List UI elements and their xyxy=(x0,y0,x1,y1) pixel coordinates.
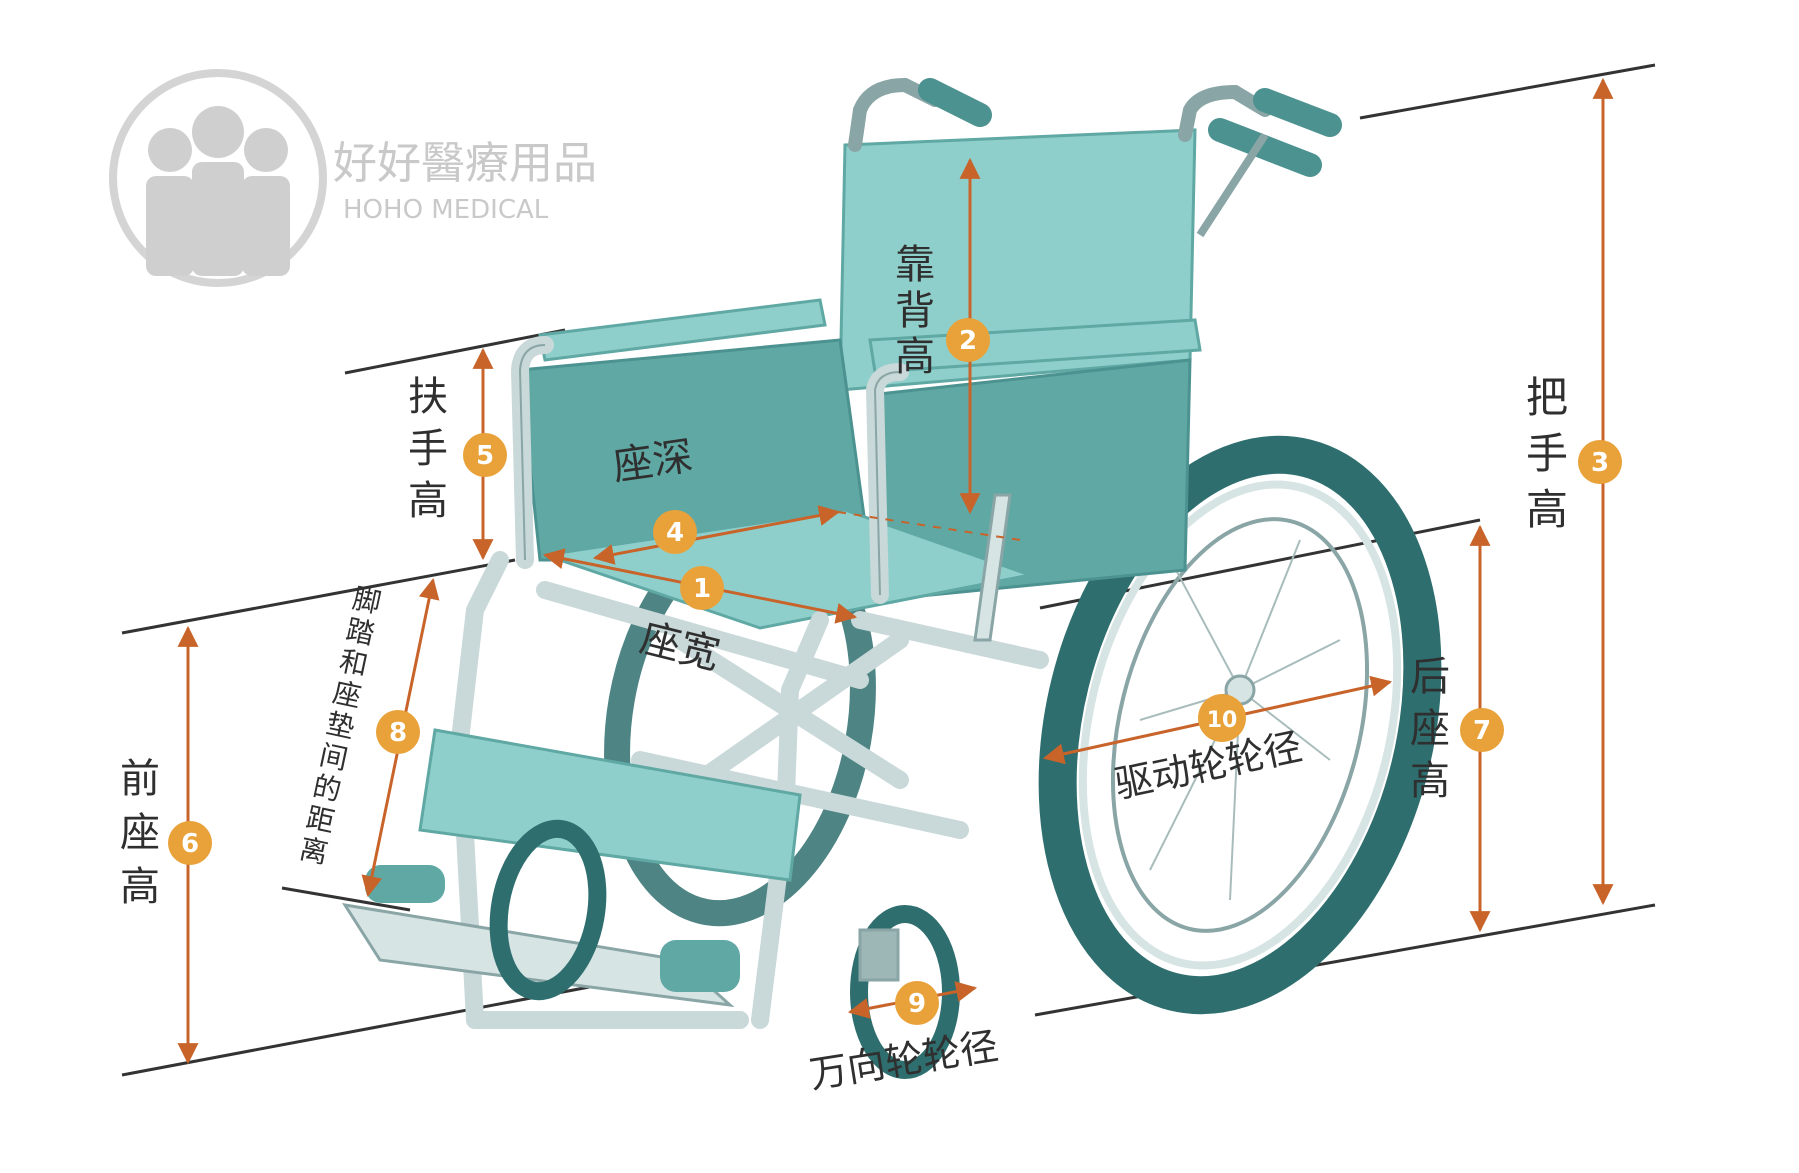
svg-text:4: 4 xyxy=(666,518,684,548)
badge-footrest-to-seat: 8 xyxy=(376,710,420,754)
labels: 靠背高 把手高 扶手高 前座高 后座高 座深 座宽 万向轮轮径 驱动轮轮径 脚踏… xyxy=(120,242,1568,1097)
label-rear-seat-height: 后座高 xyxy=(1410,654,1450,804)
label-seat-width: 座宽 xyxy=(636,615,725,679)
backrest xyxy=(518,128,1197,602)
svg-text:10: 10 xyxy=(1207,708,1238,733)
svg-text:7: 7 xyxy=(1473,716,1491,746)
badge-seat-width: 1 xyxy=(680,566,724,610)
wheelchair xyxy=(341,77,1442,1079)
badge-front-seat-height: 6 xyxy=(168,821,212,865)
armrest-top-line xyxy=(344,328,566,375)
label-handle-height: 把手高 xyxy=(1526,373,1568,534)
svg-text:脚踏和座垫间的距离: 脚踏和座垫间的距离 xyxy=(297,582,384,871)
svg-text:8: 8 xyxy=(389,718,407,748)
svg-text:3: 3 xyxy=(1591,448,1609,478)
label-footrest-to-seat: 脚踏和座垫间的距离 xyxy=(297,582,384,871)
hoho-medical-logo: 好好醫療用品 HOHO MEDICAL xyxy=(109,69,597,287)
brake-lever xyxy=(973,493,1012,642)
badge-armrest-height: 5 xyxy=(463,433,507,477)
svg-text:9: 9 xyxy=(908,989,926,1019)
svg-text:2: 2 xyxy=(959,326,977,356)
family-icon xyxy=(146,106,290,276)
logo-name-cn: 好好醫療用品 xyxy=(333,138,597,189)
badge-handle-height: 3 xyxy=(1578,440,1622,484)
svg-text:6: 6 xyxy=(181,829,199,859)
badge-drive-wheel-diameter: 10 xyxy=(1198,694,1246,742)
label-backrest-height: 靠背高 xyxy=(895,242,935,380)
label-seat-depth: 座深 xyxy=(610,433,696,490)
footrest-line xyxy=(281,886,411,912)
svg-text:1: 1 xyxy=(693,574,711,604)
badges: 1 2 3 4 5 6 7 8 9 10 xyxy=(168,318,1622,1025)
badge-caster-diameter: 9 xyxy=(895,981,939,1025)
label-caster-diameter: 万向轮轮径 xyxy=(807,1024,1002,1097)
ground-line xyxy=(121,983,601,1077)
badge-rear-seat-height: 7 xyxy=(1460,708,1504,752)
logo-name-en: HOHO MEDICAL xyxy=(343,195,549,225)
armrests xyxy=(538,298,1202,374)
label-armrest-height: 扶手高 xyxy=(408,374,448,524)
handle-top-line xyxy=(1359,63,1656,120)
handle-grips xyxy=(918,78,1342,177)
push-handles xyxy=(848,77,1272,152)
seat-level-line xyxy=(121,558,516,635)
label-front-seat-height: 前座高 xyxy=(120,756,160,910)
svg-text:5: 5 xyxy=(476,441,494,471)
badge-backrest-height: 2 xyxy=(946,318,990,362)
badge-seat-depth: 4 xyxy=(653,510,697,554)
